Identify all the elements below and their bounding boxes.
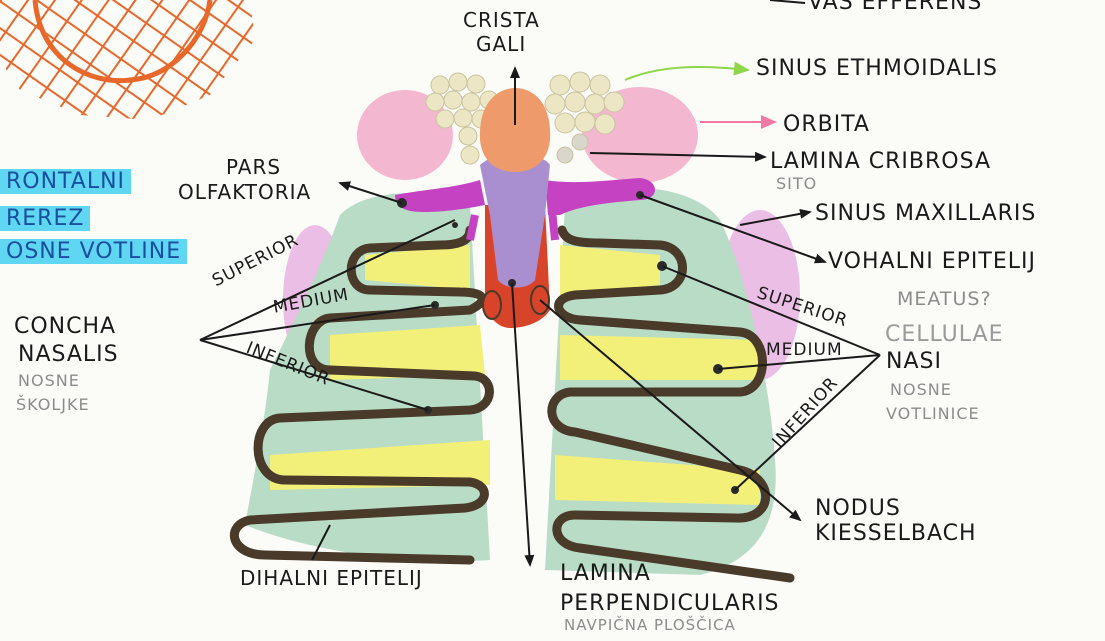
nosne-votlinice-label-2: VOTLINICE	[886, 406, 980, 423]
navpicna-ploscica-label: NAVPIČNA PLOŠČICA	[564, 618, 736, 634]
nodus-label-2: KIESSELBACH	[815, 522, 977, 545]
concha-nasalis-label-2: NASALIS	[18, 343, 119, 366]
olfactory-stripe-right	[552, 210, 555, 240]
nodus-left-dot	[483, 291, 501, 319]
green-arrow	[625, 67, 748, 80]
crista-galli-label-2: GALI	[476, 34, 526, 55]
vohalni-epitelij-label: VOHALNI EPITELIJ	[828, 250, 1036, 273]
orange-grid-shape	[0, 0, 255, 120]
section-title-line1: RONTALNI	[0, 170, 131, 193]
olfactory-region-left	[395, 180, 485, 212]
crista-galli-label-1: CRISTA	[463, 10, 540, 31]
pars-olfaktoria-label-1: PARS	[226, 157, 281, 178]
concha-nasalis-label-1: CONCHA	[14, 315, 116, 338]
top-right-label: VAS EFFERENS	[808, 0, 982, 14]
nosne-skoljke-label-2: ŠKOLJKE	[16, 397, 90, 414]
sito-label: SITO	[776, 176, 817, 193]
top-right-arrow	[770, 0, 805, 3]
section-title-line2: REREZ	[0, 207, 90, 230]
dihalni-epitelij-label: DIHALNI EPITELIJ	[240, 568, 423, 589]
meatus-label: MEATUS?	[897, 290, 992, 310]
olfactory-stripe-left	[470, 215, 475, 240]
orbita-label: ORBITA	[783, 113, 870, 136]
cellulae-label: CELLULAE	[885, 323, 1004, 346]
nodus-label-1: NODUS	[815, 497, 901, 520]
sinus-maxillaris-label: SINUS MAXILLARIS	[815, 202, 1036, 225]
nosne-votlinice-label-1: NOSNE	[890, 382, 952, 399]
nasi-label: NASI	[886, 350, 942, 373]
lamina-perpendicularis-label-1: LAMINA	[560, 562, 651, 585]
medium-right-label: MEDIUM	[766, 342, 843, 360]
sinus-ethmoidalis-label: SINUS ETHMOIDALIS	[756, 57, 998, 80]
lamina-perpendicularis-label-2: PERPENDICULARIS	[560, 592, 780, 615]
lamina-cribrosa-label: LAMINA CRIBROSA	[770, 150, 991, 173]
section-title-line3: OSNE VOTLINE	[0, 240, 187, 263]
pars-olfaktoria-label-2: OLFAKTORIA	[178, 182, 311, 203]
nosne-skoljke-label-1: NOSNE	[18, 373, 80, 390]
